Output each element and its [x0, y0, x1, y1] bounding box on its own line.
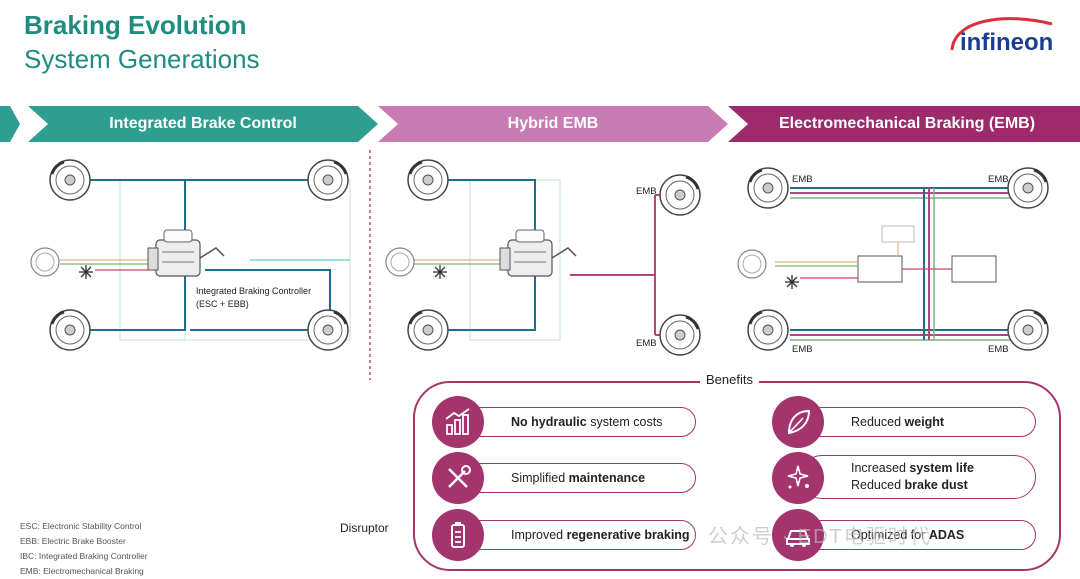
- emb-label-hybrid-rear: EMB: [636, 338, 657, 349]
- hybrid-diagram: [385, 158, 702, 357]
- feather-icon: [772, 396, 824, 448]
- emb-label-hybrid-front: EMB: [636, 186, 657, 197]
- stage-banners: [0, 106, 1080, 142]
- stage-label-hybrid: Hybrid EMB: [507, 115, 599, 132]
- page-subtitle: System Generations: [24, 44, 260, 74]
- svg-text:infineon: infineon: [960, 29, 1053, 56]
- emb-label-fl: EMB: [792, 174, 813, 185]
- benefit-adas: Optimized for ADAS: [800, 520, 1036, 550]
- bar-chart-icon: [432, 396, 484, 448]
- car-icon: [772, 509, 824, 561]
- stage-banner-ibc: [28, 106, 378, 142]
- emb-label-rl: EMB: [792, 344, 813, 355]
- battery-icon: [432, 509, 484, 561]
- benefit-system-life: Increased system life Reduced brake dust: [800, 455, 1036, 499]
- benefit-no-hydraulic: No hydraulic system costs: [460, 407, 696, 437]
- system-diagrams: [30, 150, 1050, 380]
- benefit-regenerative: Improved regenerative braking: [460, 520, 696, 550]
- wrench-screwdriver-icon: [432, 452, 484, 504]
- benefit-weight: Reduced weight: [800, 407, 1036, 437]
- emb-diagram: [737, 166, 1050, 352]
- stage-label-ibc: Integrated Brake Control: [109, 115, 297, 132]
- sparkle-icon: [772, 452, 824, 504]
- legend-emb: EMB: Electromechanical Braking: [20, 566, 144, 576]
- stage-arrow-start: [0, 106, 20, 142]
- legend-ebb: EBB: Electric Brake Booster: [20, 536, 126, 546]
- legend-ibc: IBC: Integrated Braking Controller: [20, 551, 148, 561]
- stage-label-emb: Electromechanical Braking (EMB): [778, 115, 1036, 132]
- ibc-diagram: [30, 158, 351, 352]
- stage-banner-emb: [728, 106, 1080, 142]
- disruptor-label: Disruptor: [340, 521, 389, 535]
- emb-label-fr: EMB: [988, 174, 1009, 185]
- infineon-logo: infineon: [944, 10, 1064, 66]
- legend-esc: ESC: Electronic Stability Control: [20, 521, 142, 531]
- page-title: Braking Evolution: [24, 10, 247, 40]
- benefits-title: Benefits: [700, 372, 759, 387]
- stage-banner-hybrid: [378, 106, 728, 142]
- emb-label-rr: EMB: [988, 344, 1009, 355]
- benefit-maintenance: Simplified maintenance: [460, 463, 696, 493]
- watermark: 公众号 · EDT电驱时代: [708, 526, 932, 548]
- ibc-label: Integrated Braking Controller (ESC + EBB…: [196, 286, 312, 309]
